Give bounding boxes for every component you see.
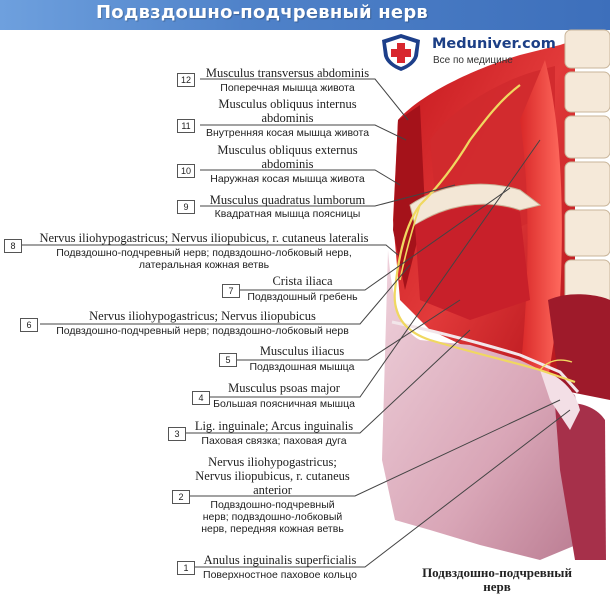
site-logo[interactable]: Meduniver.com Все по медицине [378,32,556,72]
label-latin-9: Musculus quadratus lumborum [209,193,366,207]
label-number-6: 6 [20,318,38,332]
thigh-region [555,403,606,560]
label-latin-6: Nervus iliohypogastricus; Nervus iliopub… [89,309,316,323]
label-number-7: 7 [222,284,240,298]
label-russian-11: Внутренняя косая мышца живота [205,127,370,139]
label-russian-9: Квадратная мышца поясницы [214,208,361,220]
figure-caption: Подвздошно-подчревный нерв [408,566,586,594]
spine [564,29,610,311]
logo-subtitle: Все по медицине [433,55,513,66]
label-russian-8a: Подвздошно-подчревный нерв; подвздошно-л… [56,247,352,259]
caption-line-1: Подвздошно-подчревный [422,565,572,580]
label-latin-12: Musculus transversus abdominis [205,66,370,80]
label-russian-10: Наружная косая мышца живота [210,173,365,185]
label-russian-4: Большая поясничная мышца [213,398,355,410]
label-latin-8: Nervus iliohypogastricus; Nervus iliopub… [39,231,369,245]
label-latin-4: Musculus psoas major [228,381,340,395]
label-number-8: 8 [4,239,22,253]
label-russian-2a: Подвздошно-подчревный [210,499,335,511]
label-russian-2b: нерв; подвздошно-лобковый [202,511,343,523]
label-number-10: 10 [177,164,195,178]
label-latin-1: Anulus inguinalis superficialis [203,553,357,567]
inguinal-ligament [391,320,580,394]
title-banner: Подвздошно-подчревный нерв [0,0,610,30]
label-latin-2b: Nervus iliopubicus, r. cutaneus [195,469,350,483]
pelvic-region [548,294,610,400]
label-latin-3: Lig. inguinale; Arcus inguinalis [194,419,354,433]
aponeurosis-fascia [382,250,590,560]
label-russian-12: Поперечная мышца живота [220,82,355,94]
label-number-2: 2 [172,490,190,504]
label-number-11: 11 [177,119,195,133]
page-title: Подвздошно-подчревный нерв [96,2,429,23]
nerve-branch-anterior [539,359,573,371]
shield-cross-icon [382,34,420,71]
caption-line-2: нерв [483,579,511,594]
label-latin-11a: Musculus obliquus internus [218,97,357,111]
label-number-9: 9 [177,200,195,214]
label-number-4: 4 [192,391,210,405]
label-russian-8b: латеральная кожная ветвь [138,259,270,271]
label-latin-7: Crista iliaca [272,274,333,288]
nerve-branch-lateral [399,204,421,281]
label-latin-5: Musculus iliacus [259,344,345,358]
label-latin-11b: abdominis [261,111,314,125]
label-number-12: 12 [177,73,195,87]
label-russian-1: Поверхностное паховое кольцо [203,569,357,581]
label-russian-2c: нерв, передняя кожная ветвь [201,523,344,535]
label-latin-10a: Musculus obliquus externus [217,143,358,157]
label-number-1: 1 [177,561,195,575]
iliacus [415,205,530,320]
leader-lines [20,78,571,568]
iliac-crest [409,183,542,226]
label-russian-6: Подвздошно-подчревный нерв; подвздошно-л… [56,325,349,337]
label-russian-7: Подвздошный гребень [247,291,358,303]
label-latin-2c: anterior [253,483,292,497]
label-russian-3: Паховая связка; паховая дуга [201,435,347,447]
label-number-3: 3 [168,427,186,441]
label-latin-2a: Nervus iliohypogastricus; [208,455,337,469]
logo-name: Meduniver.com [432,36,556,52]
iliohypogastric-nerve [393,84,576,384]
label-latin-10b: abdominis [261,157,314,171]
label-number-5: 5 [219,353,237,367]
label-russian-5: Подвздошная мышца [249,361,355,373]
